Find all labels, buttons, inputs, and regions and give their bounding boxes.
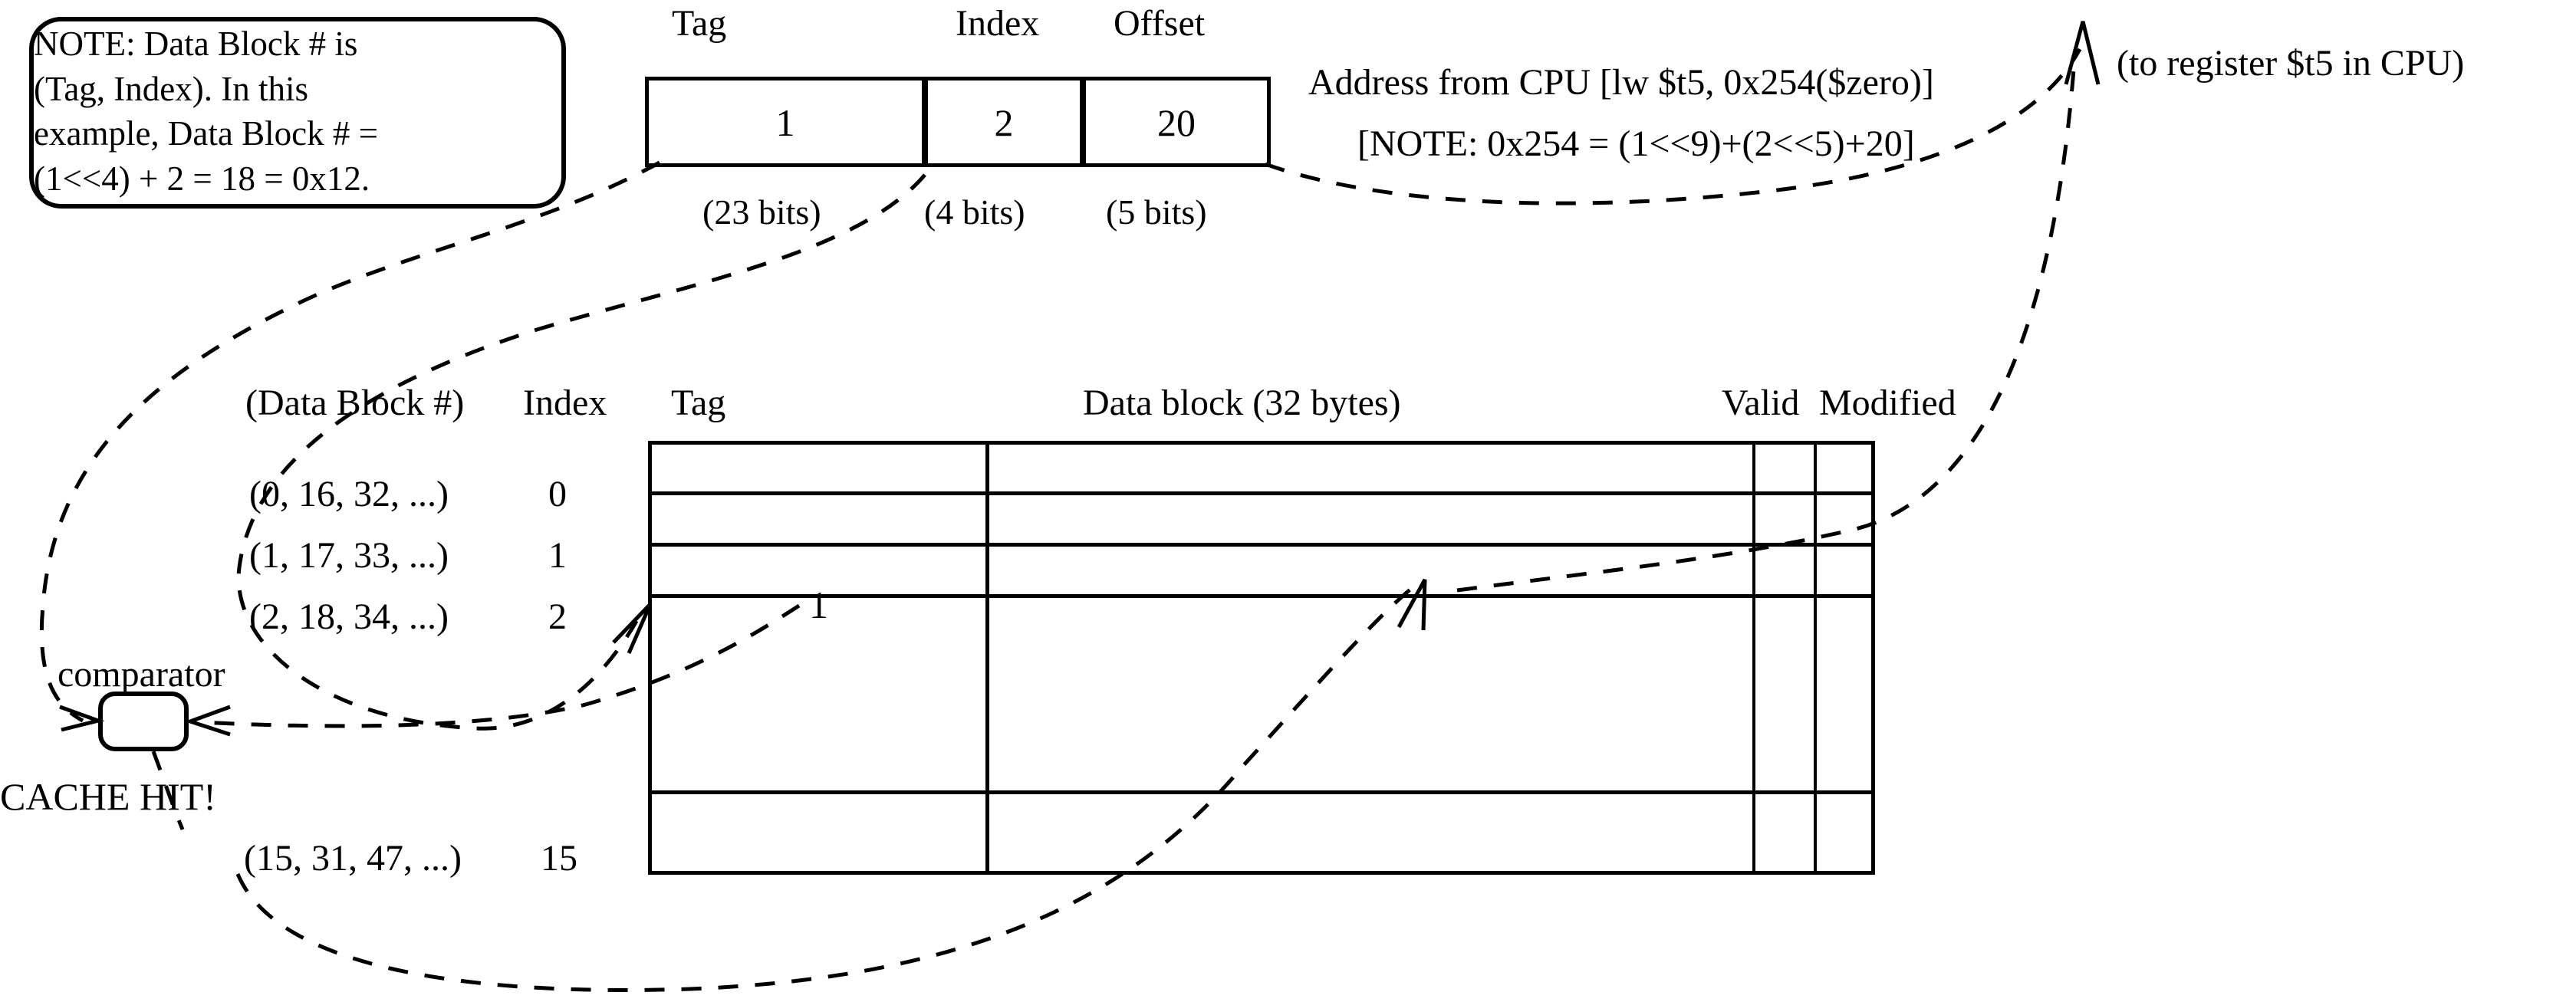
arrowhead-cache-row2 xyxy=(612,603,653,655)
address-field-offset: 20 xyxy=(1082,77,1271,167)
address-field-index: 2 xyxy=(924,77,1084,167)
cache-hit-label: CACHE HIT! xyxy=(0,775,216,818)
address-bits-tag: (23 bits) xyxy=(702,192,821,232)
header-modified: Modified xyxy=(1819,383,1956,423)
note-callout: NOTE: Data Block # is (Tag, Index). In t… xyxy=(29,17,566,209)
address-value-offset: 20 xyxy=(1157,101,1196,144)
row-index-0: 0 xyxy=(548,474,567,514)
address-bits-index: (4 bits) xyxy=(924,192,1025,232)
row-blocks-2: (2, 18, 34, ...) xyxy=(249,596,449,637)
cache-row-separator xyxy=(652,790,1871,794)
arrowhead-comparator-right xyxy=(184,705,231,737)
row-blocks-0: (0, 16, 32, ...) xyxy=(249,474,449,514)
address-field-tag: 1 xyxy=(645,77,926,167)
address-caption-line2: [NOTE: 0x254 = (1<<9)+(2<<5)+20] xyxy=(1357,123,1915,164)
address-value-tag: 1 xyxy=(775,101,795,144)
header-tag: Tag xyxy=(671,383,726,423)
header-data-block: Data block (32 bytes) xyxy=(1083,383,1401,423)
address-value-index: 2 xyxy=(994,101,1014,144)
cache-row-separator xyxy=(652,543,1871,547)
note-callout-text: NOTE: Data Block # is (Tag, Index). In t… xyxy=(34,25,378,198)
address-label-tag: Tag xyxy=(672,3,727,44)
cache-column-separator-modified xyxy=(1814,445,1817,871)
row-index-2: 2 xyxy=(548,596,567,637)
row-blocks-15: (15, 31, 47, ...) xyxy=(244,838,462,879)
address-caption-line1: Address from CPU [lw $t5, 0x254($zero)] xyxy=(1308,62,1934,103)
comparator-box xyxy=(98,692,189,751)
row-index-1: 1 xyxy=(548,535,567,576)
cache-row-separator xyxy=(652,594,1871,598)
address-label-offset: Offset xyxy=(1114,3,1206,44)
row-index-15: 15 xyxy=(541,838,577,879)
cache-row-separator xyxy=(652,491,1871,495)
cache-column-separator-tag xyxy=(985,445,989,871)
header-data-block-number: (Data Block #) xyxy=(245,383,465,423)
arrowhead-to-register xyxy=(2064,21,2101,85)
cache-column-separator-valid xyxy=(1752,445,1755,871)
comparator-label: comparator xyxy=(58,654,225,695)
header-valid: Valid xyxy=(1722,383,1800,423)
cache-cell-tag-row2: 1 xyxy=(809,583,828,626)
arrowhead-comparator-left-a xyxy=(59,705,105,732)
address-bits-offset: (5 bits) xyxy=(1106,192,1207,232)
row-blocks-1: (1, 17, 33, ...) xyxy=(249,535,449,576)
register-destination-label: (to register $t5 in CPU) xyxy=(2117,43,2465,84)
address-label-index: Index xyxy=(956,3,1040,44)
header-index: Index xyxy=(523,383,607,423)
cache-table xyxy=(648,441,1875,875)
